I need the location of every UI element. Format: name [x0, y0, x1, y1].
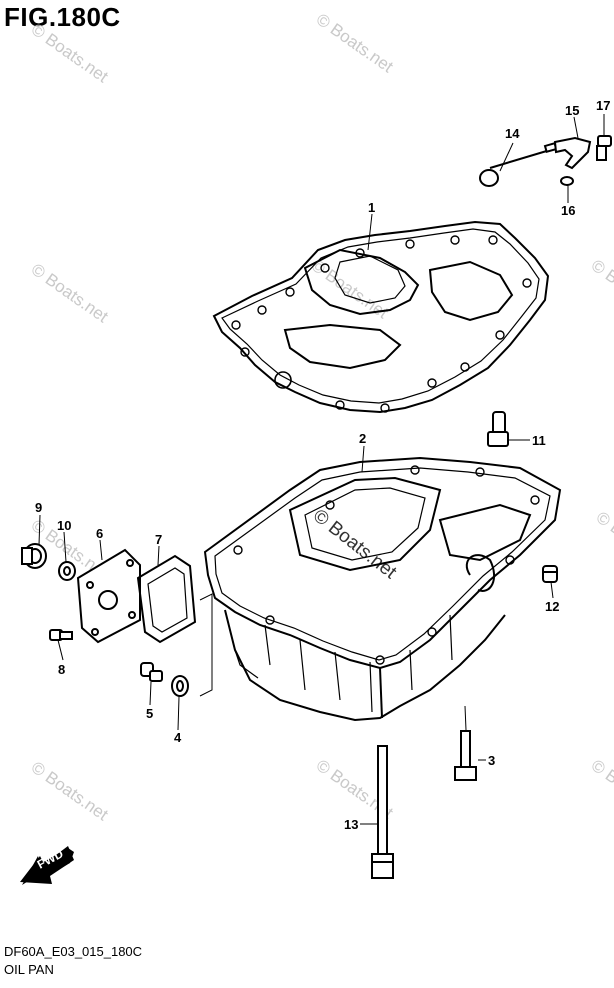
- leader-lines: [38, 114, 605, 825]
- callout-14: 14: [505, 126, 520, 141]
- callout-13: 13: [344, 817, 358, 832]
- callout-9: 9: [35, 500, 42, 515]
- callout-4: 4: [174, 730, 182, 745]
- bolt-part-17: [596, 135, 612, 161]
- gasket-part-7: [136, 554, 197, 644]
- watermark: © Boats.net: [588, 256, 614, 323]
- figure-title: FIG.180C: [4, 2, 121, 32]
- figure-code: DF60A_E03_015_180C: [4, 944, 143, 959]
- watermark: © Boats.net: [308, 256, 392, 323]
- watermark: © Boats.net: [593, 508, 614, 575]
- dipstick-part-14: [479, 142, 558, 187]
- plug-part-5: [140, 662, 163, 682]
- callout-11: 11: [532, 433, 546, 448]
- callout-12: 12: [545, 599, 559, 614]
- fwd-arrow-icon: FWD: [20, 846, 74, 885]
- bolt-part-3: [454, 730, 477, 781]
- drain-cap-part-9: [21, 543, 47, 569]
- callout-7: 7: [155, 532, 162, 547]
- callout-17: 17: [596, 98, 610, 113]
- callout-16: 16: [561, 203, 575, 218]
- watermark: © Boats.net: [28, 20, 112, 87]
- watermark-center: © Boats.net: [309, 505, 401, 583]
- washer-part-4: [171, 675, 189, 697]
- cover-plate-part-6: [76, 548, 141, 644]
- callout-2: 2: [359, 431, 366, 446]
- o-ring-part-16: [560, 176, 574, 186]
- watermark: © Boats.net: [588, 756, 614, 823]
- callout-5: 5: [146, 706, 153, 721]
- oil-pan-part-2: [203, 456, 562, 722]
- callout-3: 3: [488, 753, 495, 768]
- watermark: © Boats.net: [313, 10, 397, 77]
- callout-15: 15: [565, 103, 579, 118]
- plug-part-12: [542, 565, 558, 583]
- watermark: © Boats.net: [28, 260, 112, 327]
- callout-1: 1: [368, 200, 375, 215]
- washer-part-10: [58, 561, 76, 581]
- watermarks: © Boats.net © Boats.net © Boats.net © Bo…: [28, 10, 614, 825]
- callout-8: 8: [58, 662, 65, 677]
- bolt-part-13: [371, 745, 394, 879]
- callouts: 1 2 3 4 5 6 7 8 9 10 11 12 13 14 15 16 1…: [35, 98, 610, 832]
- callout-6: 6: [96, 526, 103, 541]
- gasket-part-1: [212, 220, 550, 414]
- bolt-part-8: [49, 629, 73, 641]
- figure-name: OIL PAN: [4, 962, 54, 977]
- watermark: © Boats.net: [28, 758, 112, 825]
- dipstick-guide-part-15: [553, 136, 592, 170]
- fitting-part-11: [487, 411, 509, 447]
- callout-10: 10: [57, 518, 71, 533]
